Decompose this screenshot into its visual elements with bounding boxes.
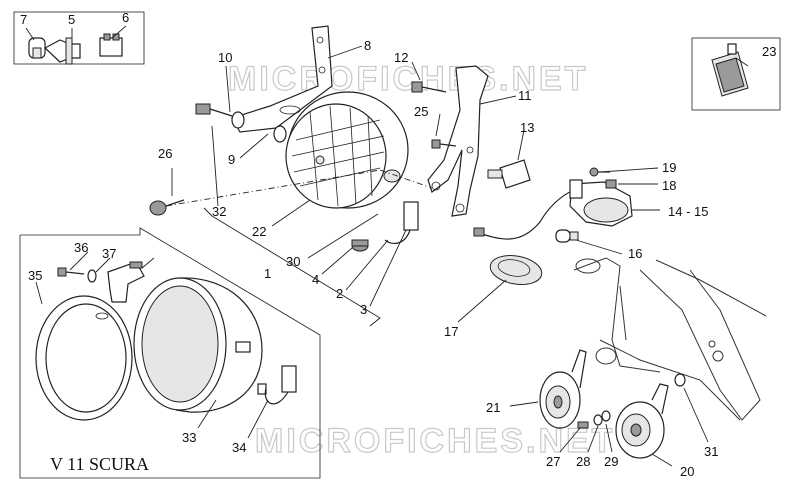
label-9: 9 [228,152,235,167]
rim-34-drawing [35,295,133,421]
horn-21-drawing [539,349,587,429]
label-36: 37 [102,246,116,261]
watermark-bottom: MICROFICHES.NET [255,422,615,460]
leader-lines [25,25,749,467]
label-18: 18 [662,178,676,193]
label-25: 26 [158,146,172,161]
screw-24-drawing [431,139,457,149]
label-4: 4 [312,272,319,287]
reflector-23-drawing [711,43,749,97]
label-24: 25 [414,104,428,119]
socket-6-drawing [99,33,123,57]
label-17: 17 [444,324,458,339]
label-7: 7 [20,12,27,27]
turn-signal-14-15-drawing [473,179,633,240]
label-1: 1 [264,266,271,281]
label-35: 36 [74,240,88,255]
label-23: 23 [762,44,776,59]
label-31: 32 [212,204,226,219]
lens-17-drawing [489,254,543,286]
horn-fasteners-drawing [577,373,686,429]
label-34: 35 [28,268,42,283]
headlight-22-drawing [285,91,409,209]
bulb-inset-box [13,11,145,65]
label-2: 2 [336,286,343,301]
label-6: 6 [122,10,129,25]
screw-12-drawing [411,81,447,93]
label-28: 29 [604,454,618,469]
label-5: 5 [68,12,75,27]
headlight-32-drawing [133,277,263,413]
washer-36-drawing [87,269,97,283]
frame-drawing [573,257,767,421]
bulb-7-drawing [28,37,46,59]
bolt-25-drawing [149,199,185,216]
bracket-37-drawing [107,261,145,303]
label-22: 22 [252,224,266,239]
watermark-top: MICROFICHES.NET [228,60,588,98]
label-27: 28 [576,454,590,469]
label-3: 3 [360,302,367,317]
label-13: 13 [520,120,534,135]
label-19: 19 [662,160,676,175]
label-14-15: 14 - 15 [668,204,708,219]
relay-13-drawing [487,159,531,189]
assembly-lines [165,125,433,327]
bracket-11-drawing [427,65,489,217]
connector-3-drawing [384,201,419,245]
washer-9-drawing [273,125,287,143]
label-16: 16 [628,246,642,261]
label-8: 8 [364,38,371,53]
bulb-16-drawing [555,229,579,243]
bolt-10-drawing [195,103,245,129]
screw-35-drawing [57,267,85,277]
part-labels: 7 5 6 8 10 12 11 25 13 26 9 19 18 14 - 1… [20,10,776,479]
label-11: 11 [518,88,532,103]
connector-33-drawing [257,365,297,405]
reflector-inset-box [691,37,781,111]
label-30: 30 [286,254,300,269]
horn-20-drawing [615,383,669,459]
label-21: 21 [486,400,500,415]
label-29: 31 [704,444,718,459]
scura-variant-box [19,227,321,479]
label-10: 10 [218,50,232,65]
label-12: 12 [394,50,408,65]
label-26: 27 [546,454,560,469]
label-32: 33 [182,430,196,445]
screw-18-drawing [605,179,617,189]
variant-label: V 11 SCURA [50,454,149,474]
grommet-4-drawing [351,239,369,252]
bulb-5-drawing [43,37,81,65]
label-33: 34 [232,440,246,455]
label-20: 20 [680,464,694,479]
